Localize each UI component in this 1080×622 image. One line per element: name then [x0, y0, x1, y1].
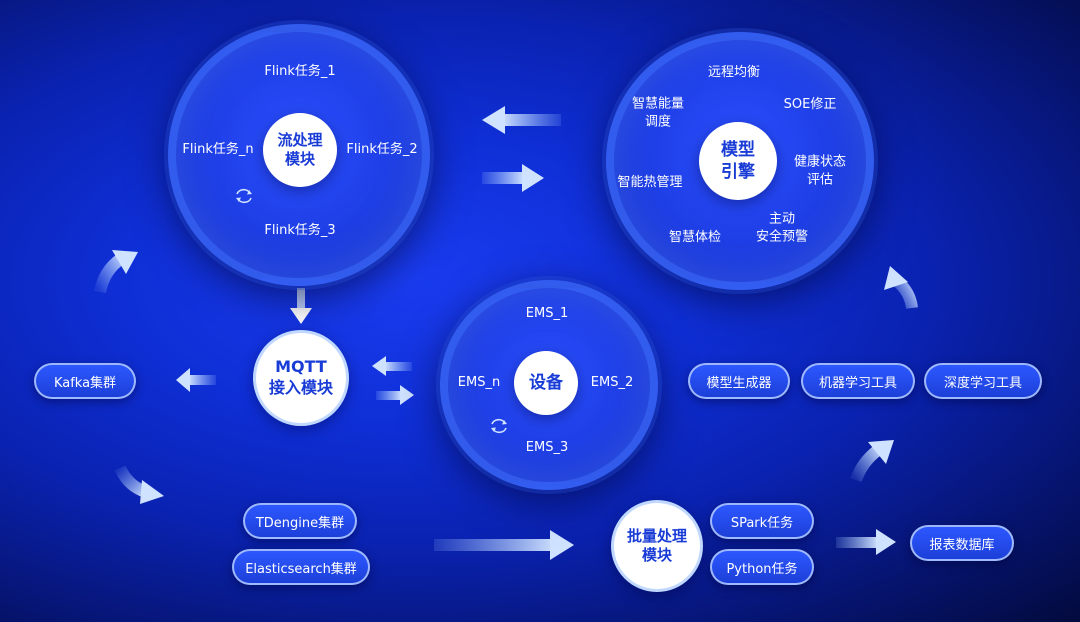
arrow-kafka-to-storage	[114, 465, 164, 504]
python-task-pill[interactable]: Python任务	[710, 549, 814, 585]
arrow-batch-to-tools	[850, 440, 894, 483]
stream-module-core[interactable]: 流处理 模块	[263, 113, 337, 187]
device-core[interactable]: 设备	[514, 351, 578, 415]
arrow-tools-to-engine	[884, 266, 918, 309]
ems-1: EMS_1	[525, 306, 569, 322]
engine-item-thermal-management: 智能热管理	[617, 175, 683, 191]
cycle-icon	[236, 188, 252, 204]
engine-item-energy-dispatch: 智慧能量 调度	[631, 96, 685, 129]
arrow-device-to-mqtt	[372, 356, 412, 376]
arrow-engine-to-stream	[482, 106, 561, 134]
dl-tool-pill[interactable]: 深度学习工具	[924, 363, 1042, 399]
report-database-pill[interactable]: 报表数据库	[910, 525, 1014, 561]
ems-2: EMS_2	[590, 375, 634, 391]
flink-task-3: Flink任务_3	[264, 223, 336, 239]
arrow-storage-to-batch	[434, 530, 574, 560]
engine-item-remote-balance: 远程均衡	[707, 65, 761, 81]
arrow-batch-to-report	[836, 529, 896, 555]
model-engine-core[interactable]: 模型 引擎	[699, 122, 777, 200]
mqtt-module[interactable]: MQTT 接入模块	[253, 330, 349, 426]
arrow-mqtt-to-device	[376, 385, 414, 405]
arrow-stream-to-mqtt	[290, 288, 312, 324]
kafka-cluster-pill[interactable]: Kafka集群	[34, 363, 136, 399]
elasticsearch-cluster-pill[interactable]: Elasticsearch集群	[232, 549, 370, 585]
ml-tool-pill[interactable]: 机器学习工具	[801, 363, 915, 399]
arrow-kafka-to-stream	[94, 250, 138, 294]
tdengine-cluster-pill[interactable]: TDengine集群	[243, 503, 357, 539]
model-generator-pill[interactable]: 模型生成器	[688, 363, 790, 399]
engine-item-health-assessment: 健康状态 评估	[793, 154, 847, 187]
engine-item-soe-correction: SOE修正	[783, 97, 837, 113]
cycle-icon	[491, 418, 507, 434]
flink-task-n: Flink任务_n	[182, 142, 254, 158]
flink-task-2: Flink任务_2	[346, 142, 418, 158]
engine-item-safety-warning: 主动 安全预警	[755, 211, 809, 244]
batch-module[interactable]: 批量处理 模块	[611, 500, 703, 592]
ems-n: EMS_n	[457, 375, 501, 391]
flink-task-1: Flink任务_1	[264, 64, 336, 80]
engine-item-smart-checkup: 智慧体检	[668, 230, 722, 246]
spark-task-pill[interactable]: SPark任务	[710, 503, 814, 539]
ems-3: EMS_3	[525, 440, 569, 456]
arrow-stream-to-engine	[482, 164, 544, 192]
arrow-mqtt-to-kafka	[176, 368, 216, 392]
